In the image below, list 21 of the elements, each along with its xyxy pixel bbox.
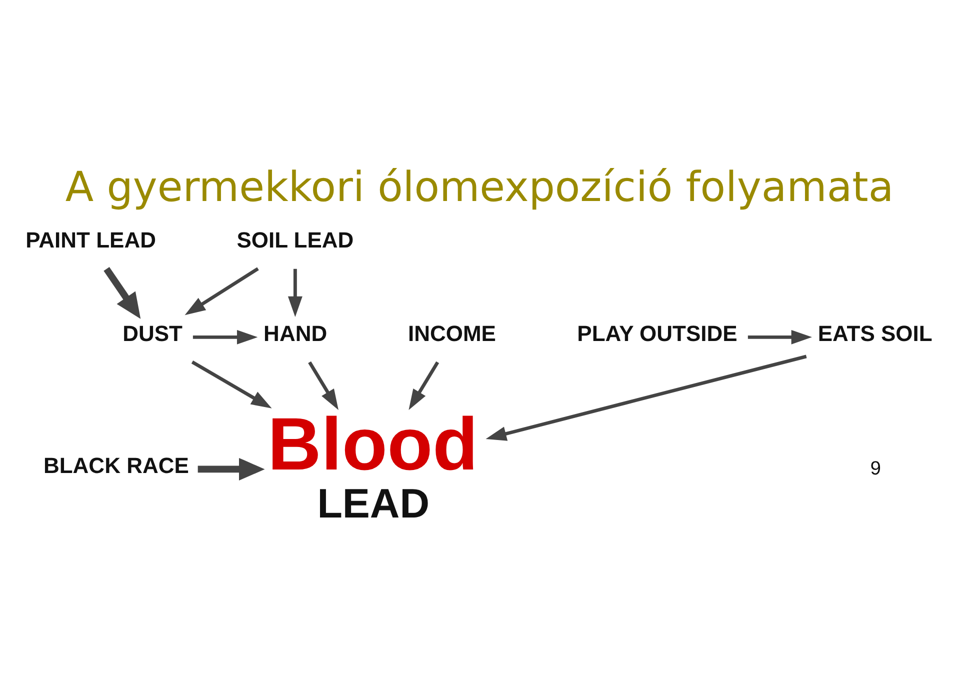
arrow	[192, 329, 258, 344]
arrow	[408, 360, 440, 410]
arrow	[191, 360, 272, 408]
node-text: EATS SOIL	[818, 320, 932, 346]
node-text: PAINT LEAD	[26, 227, 156, 252]
node-text: DUST	[122, 320, 182, 346]
arrow	[104, 266, 141, 318]
arrow	[308, 360, 338, 410]
node-text: SOIL LEAD	[236, 227, 354, 252]
arrow	[184, 266, 259, 315]
arrow	[288, 268, 302, 316]
node-text: Blood LEAD	[268, 402, 478, 526]
arrow	[486, 354, 807, 440]
node-text: INCOME	[408, 320, 496, 346]
arrow	[198, 457, 265, 480]
arrow	[748, 329, 812, 344]
node-text: HAND	[264, 320, 328, 346]
node-text: BLACK RACE	[43, 452, 189, 478]
label: 9	[870, 458, 881, 479]
node-text: PLAY OUTSIDE	[577, 320, 738, 346]
diagram-title: A gyermekkori ólomexpozíció folyamata	[65, 162, 894, 211]
